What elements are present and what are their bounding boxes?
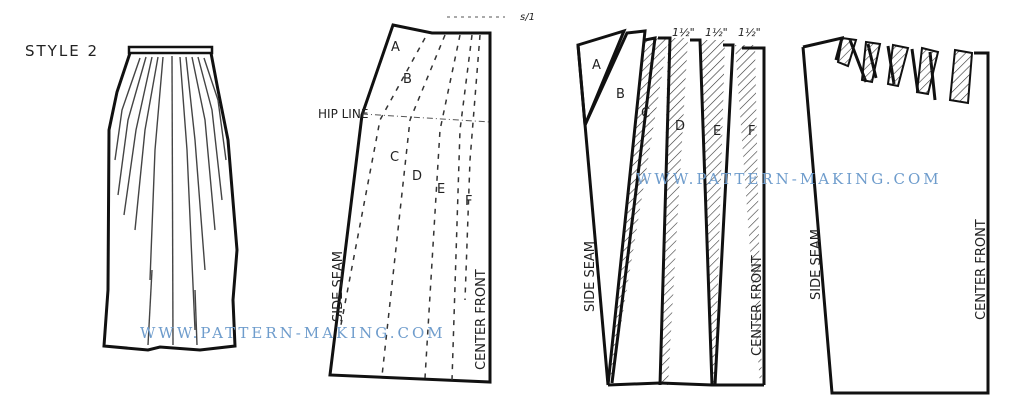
section-label-b: B [403, 72, 412, 87]
section-label-e: E [437, 182, 445, 197]
spread-d [735, 45, 762, 385]
center-front-label: CENTER FRONT [974, 219, 989, 320]
slash-pattern: s/1 HIP LINE A B C D E F SIDE SEAM CENTE… [318, 12, 535, 384]
pattern-pieces [576, 28, 766, 387]
side-seam-label: SIDE SEAM [331, 251, 346, 322]
section-label-d: D [675, 119, 685, 134]
side-seam-label: SIDE SEAM [583, 241, 598, 312]
spread-amount-1: 1½" [672, 26, 695, 39]
style-title: STYLE 2 [25, 42, 99, 60]
center-front-label: CENTER FRONT [750, 255, 765, 356]
dart-annotation: s/1 [520, 12, 535, 23]
slash-lines [339, 34, 481, 381]
section-label-a: A [391, 40, 400, 55]
skirt-outline [102, 52, 239, 352]
section-label-b: B [616, 87, 625, 102]
side-seam-label: SIDE SEAM [809, 229, 824, 300]
section-label-a: A [592, 58, 601, 73]
waistband [127, 45, 214, 55]
section-label-d: D [412, 169, 422, 184]
section-label-f: F [748, 124, 755, 139]
hip-line [361, 113, 491, 123]
watermark-left: WWW.PATTERN-MAKING.COM [140, 324, 446, 342]
section-label-f: F [465, 194, 472, 209]
watermark-right: WWW.PATTERN-MAKING.COM [636, 170, 942, 188]
gather-folds [836, 36, 974, 105]
spread-amount-3: 1½" [738, 26, 761, 39]
section-label-c: C [390, 150, 399, 165]
skirt-illustration [102, 45, 239, 352]
spread-c [700, 40, 725, 385]
pattern-outline [328, 23, 492, 384]
spread-amount-2: 1½" [705, 26, 728, 39]
center-front-label: CENTER FRONT [474, 269, 489, 370]
section-label-c: C [641, 106, 650, 121]
section-label-e: E [713, 124, 721, 139]
final-pattern: SIDE SEAM CENTER FRONT [801, 35, 990, 395]
hip-line-label: HIP LINE [318, 107, 368, 121]
spread-pattern: A B C D E F 1½" 1½" 1½" SIDE SEAM CENTER… [576, 26, 766, 387]
gathers [114, 55, 227, 346]
